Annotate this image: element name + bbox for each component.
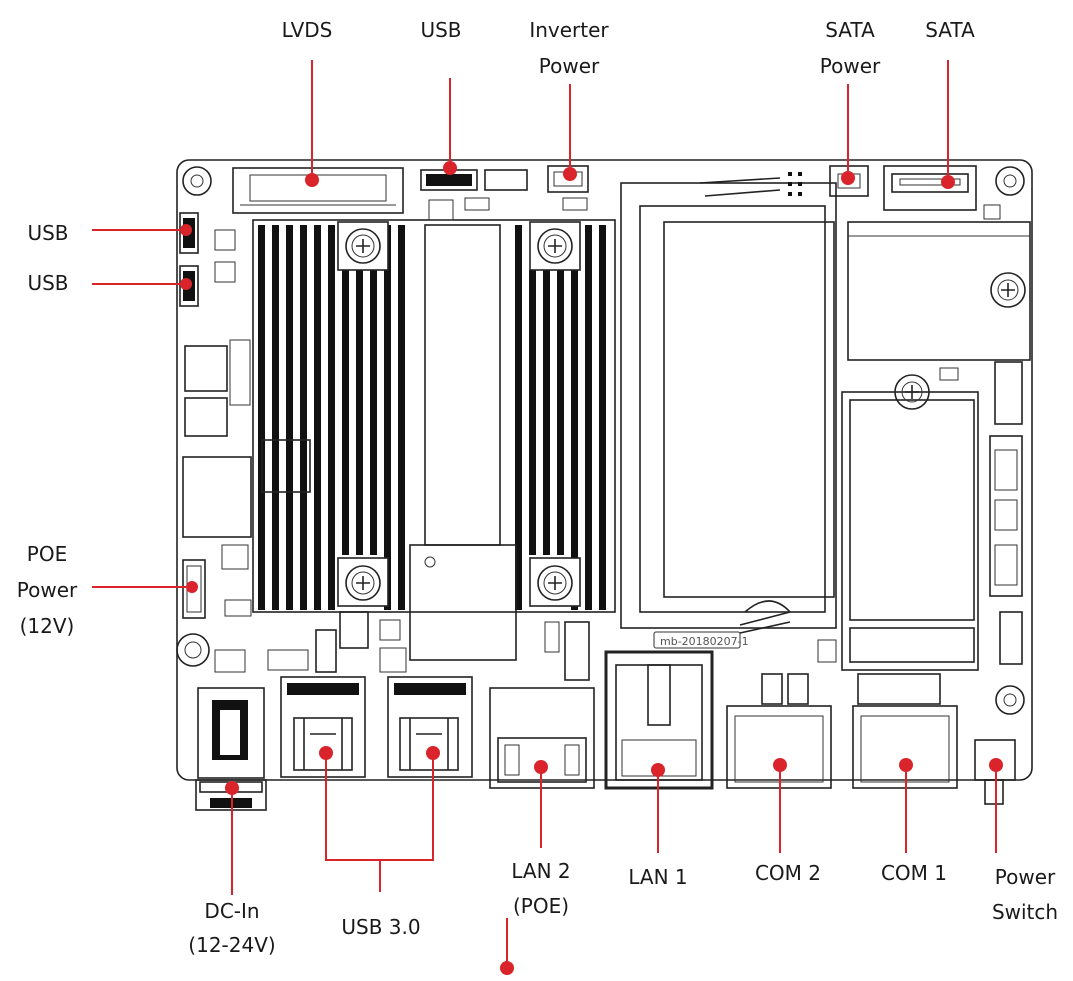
label-com1: COM 1 [881,861,947,885]
mounting-holes [176,166,1025,715]
label-power-switch-2: Switch [992,900,1058,924]
sodimm-slot: mb-20180207-1 [620,172,837,649]
label-lvds: LVDS [282,18,333,42]
right-pin-headers [939,361,1023,665]
label-poe-power-1: POE [27,542,67,566]
label-usb-top: USB [420,18,461,42]
callouts [92,60,997,967]
label-dc-in-1: DC-In [204,899,259,923]
label-sata-power-1: SATA [825,18,875,42]
usb-top-header [420,169,528,221]
left-labels: USB USB POE Power (12V) [17,221,78,638]
label-lan2-1: LAN 2 [511,859,570,883]
bottom-labels: DC-In (12-24V) USB 3.0 LAN 2 (POE) LAN 1… [188,859,1058,957]
misc-center-components [267,611,837,681]
m2-slot-upper [847,221,1031,361]
lvds-connector [232,167,404,214]
label-poe-power-3: (12V) [20,614,75,638]
callout-dots [180,161,1003,975]
label-lan1: LAN 1 [628,865,687,889]
top-labels: LVDS USB Inverter Power SATA Power SATA [282,18,975,78]
heatsink [252,219,616,661]
label-poe-power-2: Power [17,578,78,602]
m2-slot-lower [841,374,979,671]
label-usb-left-2: USB [27,271,68,295]
label-usb30: USB 3.0 [341,915,420,939]
left-components [182,229,252,673]
label-usb-left-1: USB [27,221,68,245]
label-power-switch-1: Power [995,865,1056,889]
label-com2: COM 2 [755,861,821,885]
usb30-port-right [387,676,473,778]
label-dc-in-2: (12-24V) [188,933,275,957]
label-sata-power-2: Power [820,54,881,78]
label-inverter-power-1: Inverter [529,18,609,42]
sata-connector [883,165,1001,220]
usb30-port-left [280,676,366,778]
label-inverter-power-2: Power [539,54,600,78]
inverter-power-connector [547,165,589,211]
label-lan2-2: (POE) [513,894,569,918]
label-sata: SATA [925,18,975,42]
board-stamp: mb-20180207-1 [660,635,749,648]
